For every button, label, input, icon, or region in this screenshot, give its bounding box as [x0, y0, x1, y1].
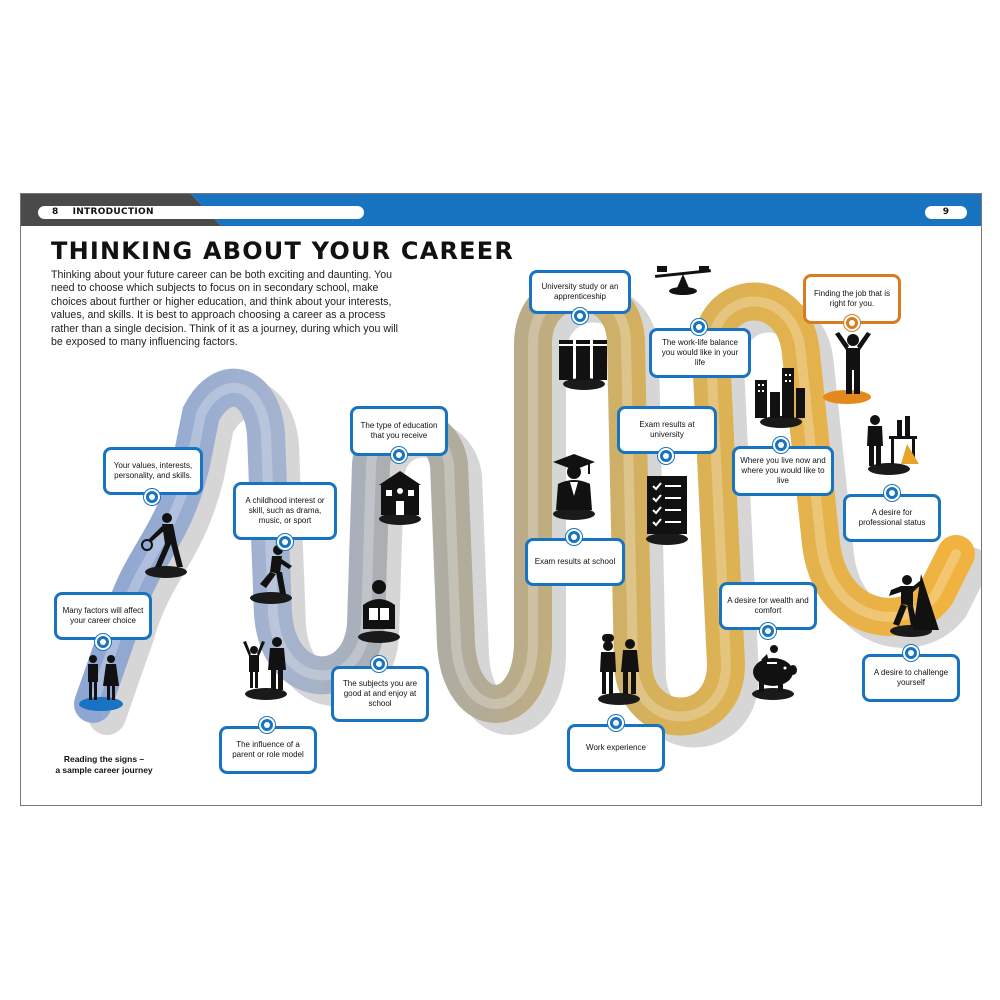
callout-childhood-interest: A childhood interest or skill, such as d…	[233, 482, 337, 540]
pedestals	[79, 378, 932, 711]
signpost-pin	[773, 437, 789, 453]
signpost-pin	[572, 308, 588, 324]
callout-values-interests: Your values, interests, personality, and…	[103, 447, 203, 495]
callout-wealth-comfort: A desire for wealth and comfort	[719, 582, 817, 630]
climber-icon	[889, 574, 939, 630]
page-number-left: 8	[52, 207, 59, 217]
page-title: THINKING ABOUT YOUR CAREER	[51, 237, 515, 265]
signpost-pin	[144, 489, 160, 505]
book-spread: 8 INTRODUCTION 9 THINKING ABOUT YOUR CARE…	[20, 193, 982, 806]
caption-line-1: Reading the signs –	[63, 754, 145, 764]
callout-work-life-balance: The work-life balance you would like in …	[649, 328, 751, 378]
signpost-pin	[259, 717, 275, 733]
callout-professional-status: A desire for professional status	[843, 494, 941, 542]
section-title: INTRODUCTION	[72, 207, 154, 217]
office-worker-icon	[867, 415, 919, 466]
signpost-pin	[760, 623, 776, 639]
books-icon	[559, 340, 607, 380]
callout-where-you-live: Where you live now and where you would l…	[732, 446, 834, 496]
piggy-bank-icon	[753, 645, 797, 692]
callout-school-subjects: The subjects you are good at and enjoy a…	[331, 666, 429, 722]
signpost-pin	[903, 645, 919, 661]
signpost-pin	[566, 529, 582, 545]
callout-exam-results-school: Exam results at school	[525, 538, 625, 586]
signpost-pin	[95, 634, 111, 650]
callout-challenge-yourself: A desire to challenge yourself	[862, 654, 960, 702]
graduate-icon	[553, 454, 595, 510]
chef-worker-icon	[600, 634, 639, 694]
checklist-icon	[647, 476, 687, 534]
intro-paragraph: Thinking about your future career can be…	[51, 269, 399, 349]
career-path-illustration	[74, 272, 981, 748]
signpost-pin	[884, 485, 900, 501]
parent-child-icon	[243, 637, 286, 690]
couple-icon	[88, 655, 119, 700]
signpost-pin	[608, 715, 624, 731]
city-icon	[755, 368, 805, 418]
path-highlight	[88, 286, 961, 722]
runner-icon	[260, 545, 292, 594]
page-header-left: 8 INTRODUCTION	[38, 206, 364, 219]
callout-role-model: The influence of a parent or role model	[219, 726, 317, 774]
figure-caption: Reading the signs – a sample career jour…	[49, 754, 159, 776]
signpost-pin	[691, 319, 707, 335]
reader-icon	[363, 580, 395, 629]
school-building-icon	[379, 471, 421, 515]
seesaw-icon	[654, 266, 711, 295]
caption-line-2: a sample career journey	[55, 765, 153, 775]
celebrating-person-icon	[835, 332, 871, 394]
tennis-player-icon	[141, 513, 183, 567]
signpost-pin	[391, 447, 407, 463]
callout-work-experience: Work experience	[567, 724, 665, 772]
callout-exam-results-university: Exam results at university	[617, 406, 717, 454]
callout-many-factors: Many factors will affect your career cho…	[54, 592, 152, 640]
signpost-pin	[658, 448, 674, 464]
page-number-right: 9	[925, 206, 967, 219]
path-band	[74, 272, 975, 736]
signpost-pin	[277, 534, 293, 550]
signpost-pin-final	[844, 315, 860, 331]
signpost-pin	[371, 656, 387, 672]
